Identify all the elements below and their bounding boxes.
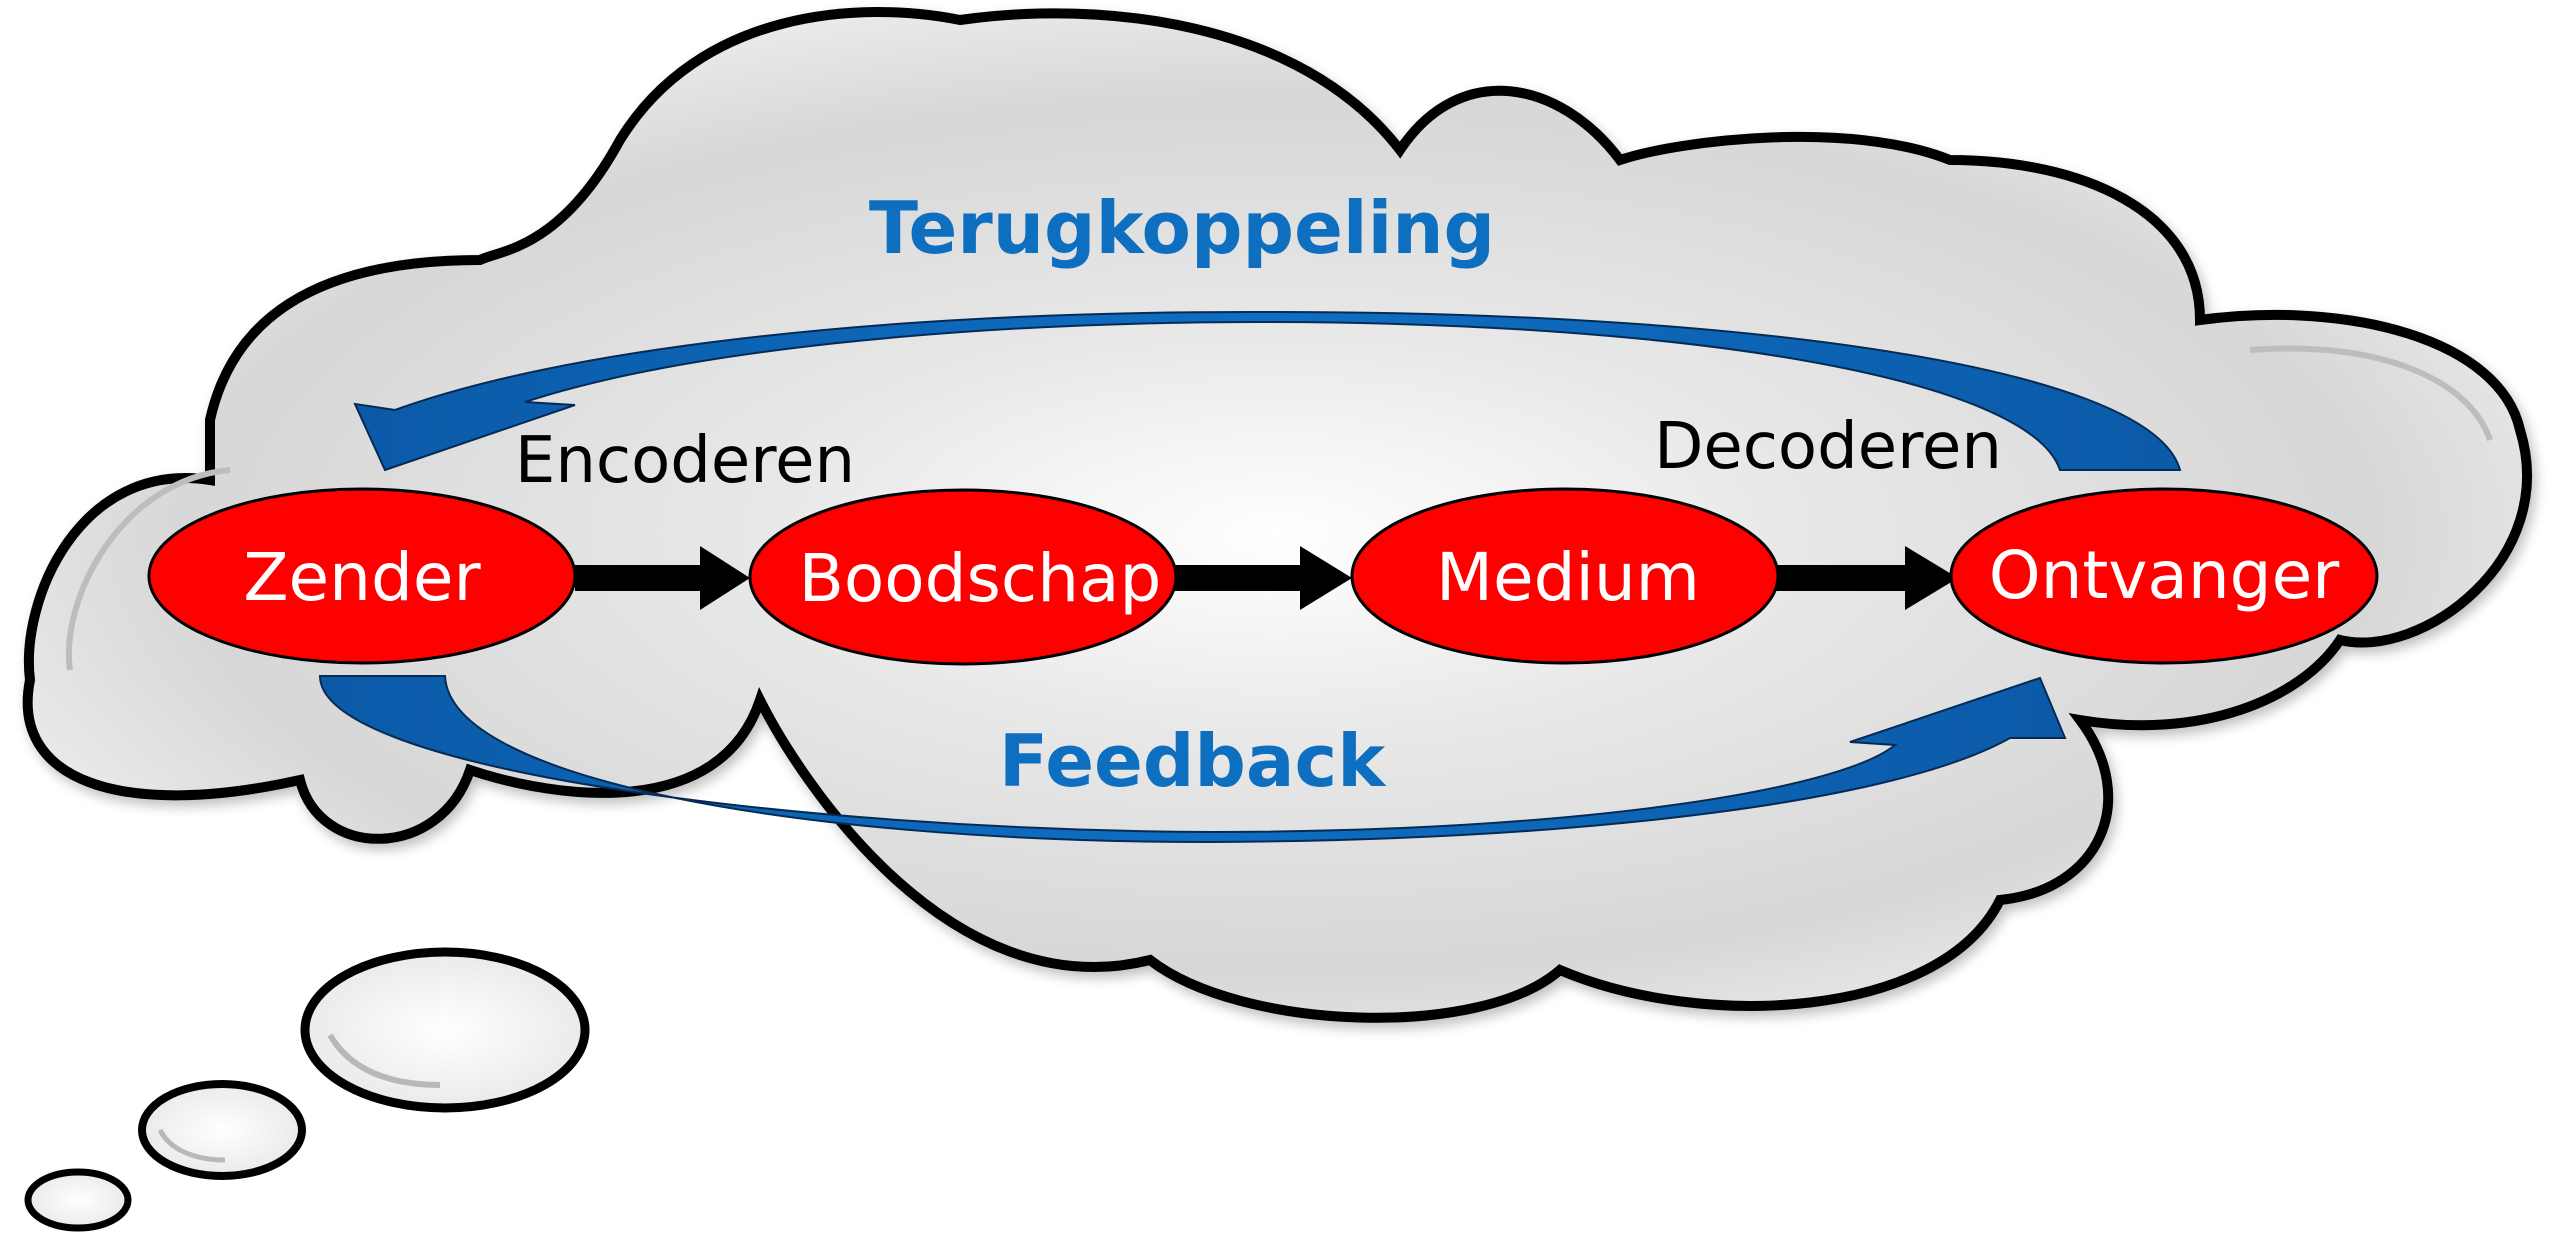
node-ontvanger: Ontvanger	[1949, 487, 2379, 665]
label-decoderen: Decoderen	[1654, 410, 2002, 484]
feedback-bottom-arrow	[318, 675, 2067, 844]
feedback-top-arrow	[353, 310, 2182, 472]
label-encoderen: Encoderen	[515, 424, 855, 498]
node-boodschap: Boodschap	[748, 488, 1178, 666]
node-label-medium: Medium	[1436, 539, 1700, 616]
title-feedback: Feedback	[999, 719, 1387, 803]
flow-arrows	[575, 546, 1958, 610]
arrow-zender-boodschap	[575, 546, 750, 610]
cloud-inner-highlight	[65, 345, 2493, 671]
arrow-boodschap-medium	[1175, 546, 1352, 610]
bubble-small	[24, 1168, 132, 1232]
node-zender: Zender	[147, 487, 577, 665]
node-medium: Medium	[1350, 487, 1780, 665]
bubble-large	[300, 947, 590, 1113]
arrow-medium-ontvanger	[1775, 546, 1958, 610]
title-terugkoppeling: Terugkoppeling	[869, 186, 1495, 270]
thought-bubbles	[24, 947, 590, 1232]
node-label-boodschap: Boodschap	[799, 540, 1162, 617]
node-label-zender: Zender	[243, 539, 481, 616]
node-label-ontvanger: Ontvanger	[1989, 537, 2340, 614]
